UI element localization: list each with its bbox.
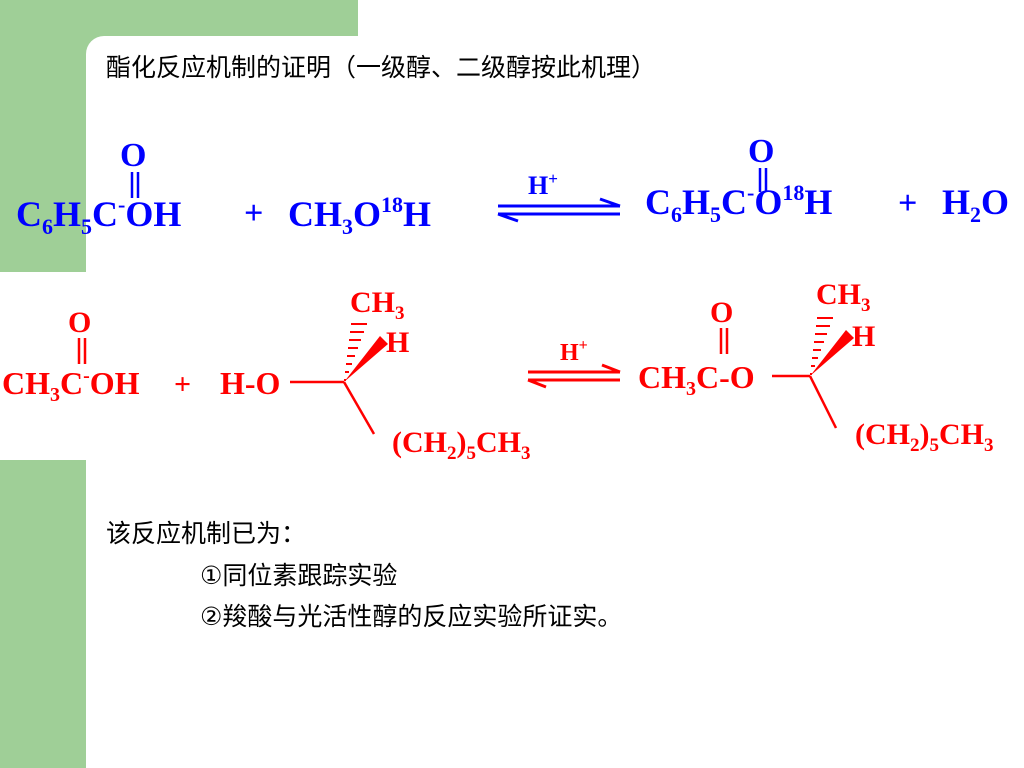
hydrogen-label: H <box>852 320 875 353</box>
hexyl-chain-label: (CH2)5CH3 <box>855 418 994 456</box>
reaction-2: O CH3C-OH + H-O CH3 H (CH2)5CH <box>2 278 994 464</box>
catalyst-label: H+ <box>560 337 588 366</box>
catalyst-label: H+ <box>528 169 558 200</box>
carbonyl-oxygen-label: O <box>748 133 774 170</box>
plus-sign: + <box>244 195 263 232</box>
reaction-1: O C6H5C-OH + CH3O18H H+ O C6H5C-O18H + H… <box>16 133 1009 239</box>
benzoic-acid: O C6H5C-OH <box>16 137 181 239</box>
conclusion-item-isotope: ①同位素跟踪实验 <box>200 561 398 590</box>
hashed-wedge-bond <box>344 323 367 381</box>
chiral-ester: O CH3C-O CH3 H (CH2)5CH3 <box>638 278 994 456</box>
solid-wedge-bond <box>344 336 388 382</box>
slide-title: 酯化反应机制的证明（一级醇、二级醇按此机理） <box>106 53 657 82</box>
solid-wedge-bond <box>810 330 854 376</box>
carbonyl-oxygen-label: O <box>120 137 146 174</box>
acetic-acid: O CH3C-OH <box>2 306 140 406</box>
bond-line <box>342 381 376 435</box>
conclusion-intro: 该反应机制已为： <box>106 519 307 548</box>
methyl-label: CH3 <box>816 278 871 316</box>
equilibrium-arrow <box>497 197 621 223</box>
conclusion-item-optical: ②羧酸与光活性醇的反应实验所证实。 <box>200 602 623 631</box>
ester-formula: CH3C-O <box>638 359 755 400</box>
methyl-label: CH3 <box>350 286 405 324</box>
plus-sign: + <box>898 185 917 222</box>
bond-line <box>808 375 838 429</box>
hydrogen-label: H <box>386 326 409 359</box>
carbonyl-oxygen-label: O <box>68 306 91 339</box>
background-corner-cut <box>86 36 358 100</box>
ester-formula: C6H5C-O18H <box>645 180 832 227</box>
acid-formula: C6H5C-OH <box>16 192 181 239</box>
hexyl-chain-label: (CH2)5CH3 <box>392 426 531 464</box>
acetic-acid-formula: CH3C-OH <box>2 365 140 406</box>
methanol-formula: CH3O18H <box>288 192 431 239</box>
carbonyl-oxygen-label: O <box>710 296 733 329</box>
equilibrium-arrow <box>527 363 621 389</box>
chiral-alcohol: H-O CH3 H (CH2)5CH3 <box>220 286 531 464</box>
hydroxyl-label: H-O <box>220 365 280 401</box>
methyl-benzoate: O C6H5C-O18H <box>645 133 832 227</box>
plus-sign: + <box>174 368 191 401</box>
water-formula: H2O <box>942 182 1009 227</box>
background-band-gap <box>0 272 86 460</box>
